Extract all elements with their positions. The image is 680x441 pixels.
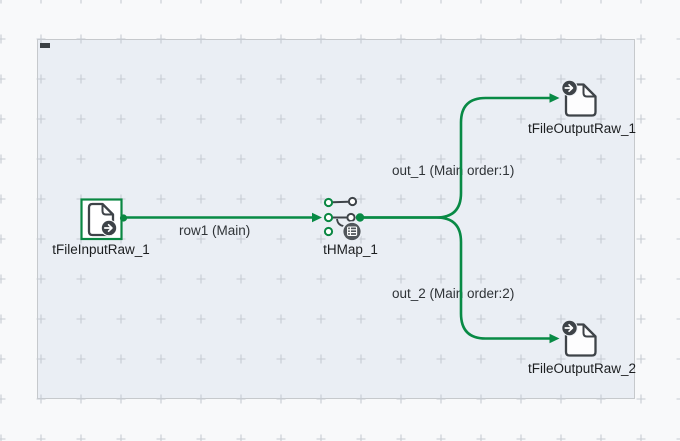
table-badge-icon xyxy=(341,221,363,242)
design-canvas[interactable] xyxy=(37,39,635,399)
component-label[interactable]: tFileInputRaw_1 xyxy=(52,242,150,257)
component-label[interactable]: tFileOutputRaw_1 xyxy=(528,121,636,136)
file-output-icon xyxy=(561,79,597,117)
connection-row1[interactable] xyxy=(124,212,322,223)
component-tfileinputraw-1[interactable] xyxy=(80,198,128,241)
connection-label-out1[interactable]: out_1 (Main order:1) xyxy=(392,163,514,178)
component-thmap-1[interactable] xyxy=(323,196,365,242)
component-label[interactable]: tHMap_1 xyxy=(323,242,378,257)
connection-label-row1[interactable]: row1 (Main) xyxy=(179,223,250,238)
output-port[interactable] xyxy=(355,213,365,222)
arrowhead-icon xyxy=(549,333,560,344)
arrow-badge-icon xyxy=(561,319,578,337)
canvas-origin-marker xyxy=(40,43,50,48)
component-tfileoutputraw-2[interactable] xyxy=(561,319,597,357)
arrowhead-icon xyxy=(549,93,560,103)
connection-out1[interactable] xyxy=(364,93,560,219)
connection-out2[interactable] xyxy=(364,216,560,344)
arrow-badge-icon xyxy=(100,219,118,237)
hmap-icon xyxy=(323,196,363,242)
arrow-badge-icon xyxy=(561,79,578,97)
component-tfileoutputraw-1[interactable] xyxy=(561,79,597,117)
output-port[interactable] xyxy=(119,214,128,222)
file-input-icon xyxy=(87,202,118,237)
file-output-icon xyxy=(561,319,597,357)
connection-label-out2[interactable]: out_2 (Main order:2) xyxy=(392,286,514,301)
component-label[interactable]: tFileOutputRaw_2 xyxy=(528,361,636,376)
arrowhead-icon xyxy=(312,212,322,223)
